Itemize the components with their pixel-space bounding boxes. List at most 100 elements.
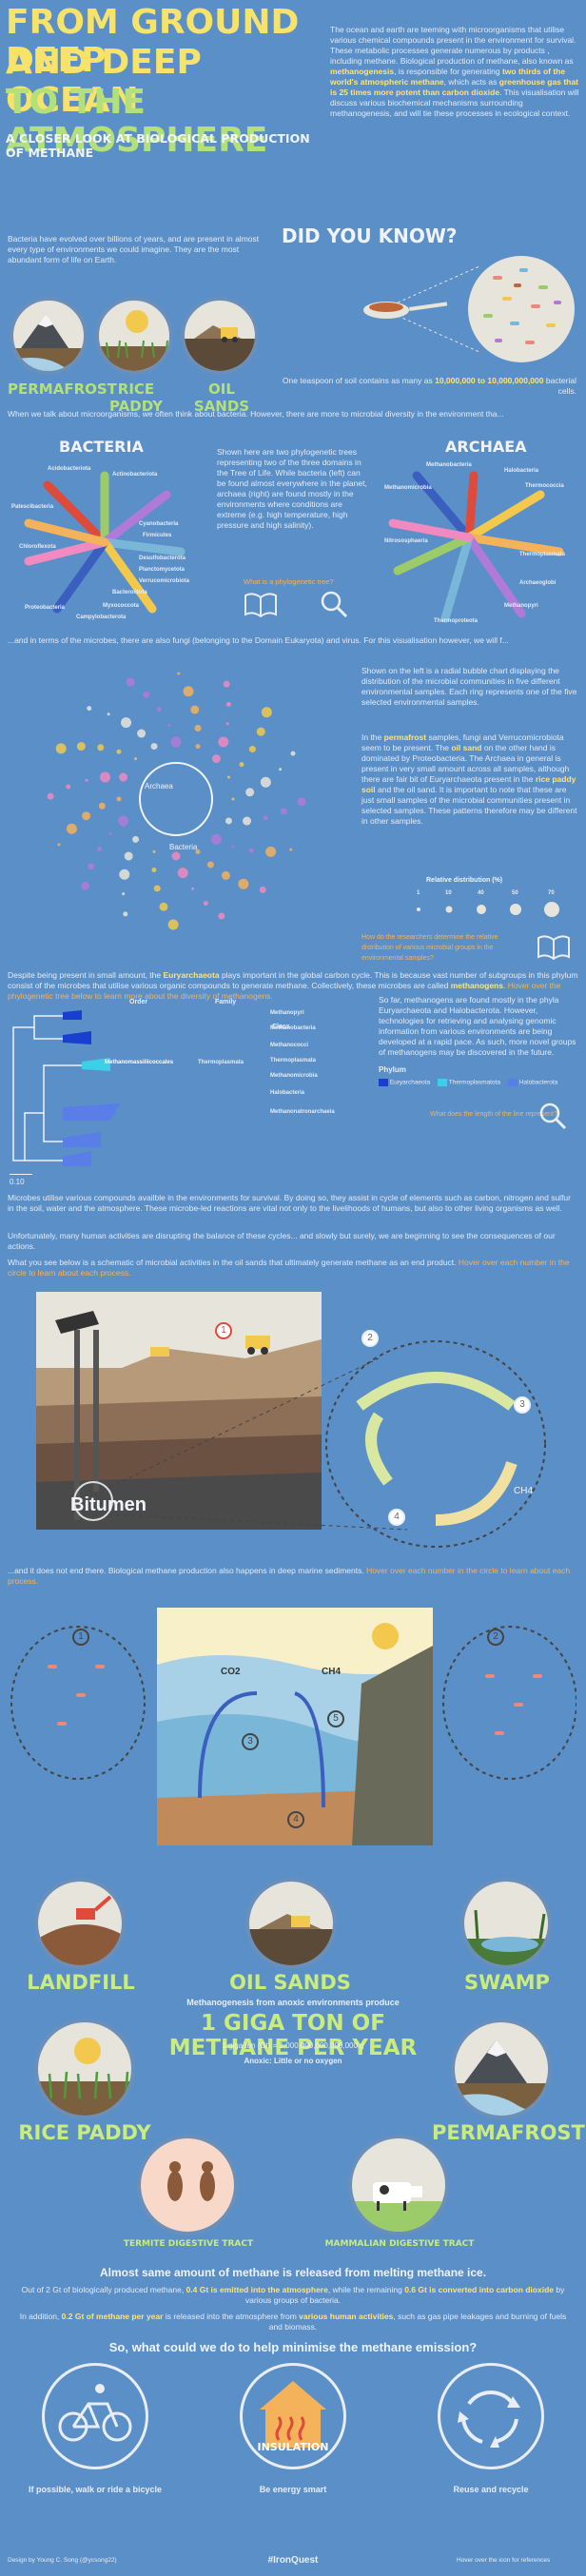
mid-label: Thermoplasmata xyxy=(198,1060,244,1065)
ch4-label: CH4 xyxy=(514,1486,534,1496)
legend-thermoplasmatota: Thermoplasmatota xyxy=(438,1079,500,1086)
legend-title: Relative distribution (%) xyxy=(426,877,503,884)
ocean-schematic[interactable] xyxy=(10,1608,577,1864)
class-label: Methanonatronarchaeia xyxy=(270,1109,335,1115)
bacteria-tree[interactable] xyxy=(10,457,209,628)
label-termite: TERMITE DIGESTIVE TRACT xyxy=(123,2239,254,2249)
scale-bar xyxy=(10,1174,32,1175)
archaea-tree[interactable] xyxy=(379,457,578,628)
ocean-step-3-button[interactable]: 3 xyxy=(242,1733,259,1750)
fungi-note: ...and in terms of the microbes, there a… xyxy=(8,635,509,645)
bubble xyxy=(195,849,201,854)
phylum-legend: Euryarchaeota Thermoplasmatota Halobacte… xyxy=(379,1079,578,1086)
class-label: Methanomicrobia xyxy=(270,1073,318,1079)
label-oil-sands: OIL SANDS xyxy=(193,381,250,415)
termite-illustration xyxy=(137,2135,238,2235)
class-label: Halobacteria xyxy=(270,1090,305,1096)
scale-label: 0.10 xyxy=(10,1178,25,1186)
bubble xyxy=(57,843,61,847)
bubble xyxy=(85,778,88,782)
bubble xyxy=(256,727,265,736)
ocean-step-2-button[interactable]: 2 xyxy=(487,1629,504,1646)
legend-value: 1 xyxy=(417,890,420,896)
insulation-label: INSULATION xyxy=(257,2441,329,2453)
ocean-step-1-button[interactable]: 1 xyxy=(72,1629,89,1646)
bac-label: Bacteroidota xyxy=(112,590,147,595)
bac-label: Desulfobacterota xyxy=(139,556,186,561)
bubble xyxy=(218,912,225,920)
giga-headline: 1 GIGA TON OF METHANE PER YEAR xyxy=(168,2011,418,2060)
bubble xyxy=(137,729,146,738)
schematic-text: What you see below is a schematic of mic… xyxy=(8,1258,570,1278)
label-rice-paddy: RICE PADDY xyxy=(109,381,163,415)
label-mammalian: MAMMALIAN DIGESTIVE TRACT xyxy=(324,2239,475,2249)
center-ring xyxy=(139,762,213,836)
bubble-method-link[interactable]: How do the researchers determine the rel… xyxy=(361,934,498,962)
bubble xyxy=(290,751,296,756)
tree-description: Shown here are two phylogenetic trees re… xyxy=(217,447,367,530)
step-3-button[interactable]: 3 xyxy=(514,1396,531,1414)
bubble xyxy=(239,762,244,768)
ice-paragraph-1: Out of 2 Gt of biologically produced met… xyxy=(21,2285,565,2305)
label-swamp: SWAMP xyxy=(464,1971,550,1994)
bubble-paragraph-2: In the permafrost samples, fungi and Ver… xyxy=(361,732,577,826)
bubble xyxy=(66,784,71,790)
footer-design: Design by Young C. Song (@ycsong22) xyxy=(8,2557,117,2564)
methanogen-tree[interactable] xyxy=(6,1008,263,1170)
step-2-button[interactable]: 2 xyxy=(361,1330,379,1347)
tip-bicycle: If possible, walk or ride a bicycle xyxy=(28,2485,163,2494)
ocean-step-5-button[interactable]: 5 xyxy=(327,1710,344,1727)
label-permafrost: PERMAFROST xyxy=(8,381,117,398)
bubble xyxy=(156,707,162,712)
tip-energy: Be energy smart xyxy=(259,2485,327,2494)
bubble xyxy=(87,706,92,712)
oil-sands-illustration xyxy=(181,297,259,375)
bubble xyxy=(121,717,132,729)
bubble xyxy=(238,878,249,889)
permafrost-illustration-2 xyxy=(451,2019,552,2119)
human-text: Unfortunately, many human activities are… xyxy=(8,1231,556,1251)
oil-sands-illustration-2 xyxy=(245,1878,337,1969)
ice-headline: Almost same amount of methane is release… xyxy=(99,2266,487,2279)
arc-label: Methanomicrobia xyxy=(384,485,432,491)
magnifier-icon[interactable] xyxy=(538,1102,567,1135)
label-permafrost-2: PERMAFROST xyxy=(432,2121,585,2144)
bubble xyxy=(97,744,105,751)
bubble xyxy=(47,792,54,800)
teaspoon-illustration xyxy=(282,247,576,371)
bubble xyxy=(124,851,133,861)
book-icon[interactable] xyxy=(535,934,573,966)
class-label: Methanococci xyxy=(270,1043,309,1048)
bubble xyxy=(223,680,230,688)
title-line-2: AND DEEP OCEAN xyxy=(6,43,202,120)
step-4-button[interactable]: 4 xyxy=(388,1509,405,1526)
bubble xyxy=(152,849,156,853)
bubble xyxy=(167,723,171,727)
bubble xyxy=(153,885,161,892)
ch4-label: CH4 xyxy=(322,1667,342,1677)
footer-reference-link[interactable]: Hover over the icon for references xyxy=(457,2557,551,2564)
arc-label: Thermoplasmata xyxy=(519,552,566,557)
arc-label: Methanobacteria xyxy=(426,462,472,468)
ocean-text: ...and it does not end there. Biological… xyxy=(8,1566,571,1586)
magnifier-icon[interactable] xyxy=(320,590,348,623)
phylo-tree-link[interactable]: What is a phylogenetic tree? xyxy=(244,577,334,586)
bac-label: Cyanobacteria xyxy=(139,521,179,527)
bubble xyxy=(279,768,283,771)
bac-label: Acidobacteriota xyxy=(48,466,91,472)
bubble xyxy=(167,919,179,930)
line-length-link[interactable]: What does the length of the line represe… xyxy=(430,1111,557,1118)
phylum-title: Phylum xyxy=(379,1065,406,1074)
bubble xyxy=(289,848,293,851)
step-1-button[interactable]: 1 xyxy=(215,1322,232,1339)
oil-sands-schematic[interactable] xyxy=(36,1292,569,1551)
bubble xyxy=(225,817,232,825)
ocean-step-4-button[interactable]: 4 xyxy=(287,1811,304,1828)
bubble xyxy=(126,677,135,687)
bubble xyxy=(98,802,106,810)
insulation-house-icon xyxy=(240,2363,346,2469)
title-line-1: FROM GROUND DEEP xyxy=(6,3,300,80)
arc-label: Nitrososphaeria xyxy=(384,538,428,544)
book-icon[interactable] xyxy=(242,592,280,623)
radial-bubble-chart[interactable] xyxy=(19,656,333,942)
